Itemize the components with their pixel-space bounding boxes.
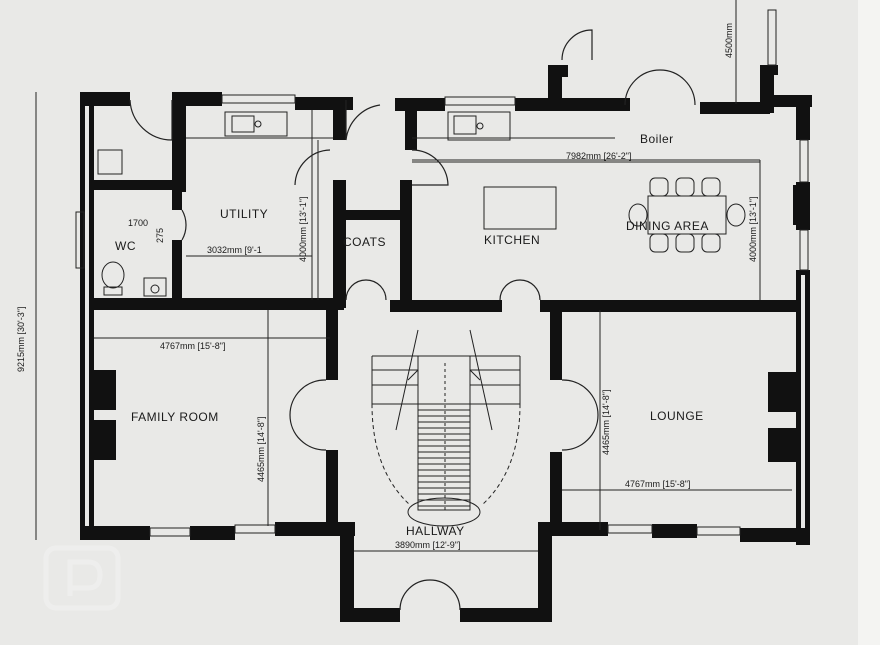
watermark-logo	[43, 545, 121, 611]
dim-kitchen-width: 7982mm [26'-2"]	[566, 151, 631, 161]
dimension-lines	[35, 0, 792, 552]
outer-walls	[80, 65, 812, 622]
dining-chairs-icon	[628, 177, 746, 253]
label-family-room: FAMILY ROOM	[131, 410, 219, 424]
dim-wc-275: 275	[155, 228, 165, 243]
windows	[75, 9, 809, 537]
basin-icon	[143, 277, 167, 297]
paper-edge	[858, 0, 880, 645]
label-utility: UTILITY	[220, 207, 268, 221]
dim-utility-width: 3032mm [9'-1	[207, 245, 262, 255]
label-coats: COATS	[343, 235, 386, 249]
toilet-icon	[101, 261, 125, 289]
label-wc: WC	[115, 239, 136, 253]
room-labels: UTILITY WC COATS KITCHEN DINING AREA Boi…	[115, 132, 709, 538]
doors	[129, 29, 696, 611]
dim-utility-depth: 4000mm [13'-1"]	[298, 197, 308, 262]
dim-lounge-depth: 4465mm [14'-8"]	[601, 390, 611, 455]
dim-top-right: 4500mm	[724, 23, 734, 58]
dim-family-depth: 4465mm [14'-8"]	[256, 417, 266, 482]
dim-lounge-width: 4767mm [15'-8"]	[625, 479, 690, 489]
dimension-labels: 7982mm [26'-2"] 3032mm [9'-1 4767mm [15'…	[16, 23, 758, 550]
kitchen-sink-icon	[447, 111, 511, 141]
utility-sink-icon	[224, 111, 288, 137]
fixtures	[97, 110, 760, 300]
dim-hallway-width: 3890mm [12'-9"]	[395, 540, 460, 550]
label-boiler: Boiler	[640, 132, 674, 146]
dim-overall-depth: 9215mm [30'-3"]	[16, 307, 26, 372]
dim-family-width: 4767mm [15'-8"]	[160, 341, 225, 351]
label-lounge: LOUNGE	[650, 409, 704, 423]
internal-walls	[90, 110, 809, 532]
dim-wc-1700: 1700	[128, 218, 148, 228]
dim-kitchen-depth: 4000mm [13'-1"]	[748, 197, 758, 262]
staircase	[371, 329, 521, 527]
kitchen-island	[483, 186, 557, 230]
label-dining-area: DINING AREA	[626, 219, 709, 233]
label-kitchen: KITCHEN	[484, 233, 540, 247]
label-hallway: HALLWAY	[406, 524, 465, 538]
